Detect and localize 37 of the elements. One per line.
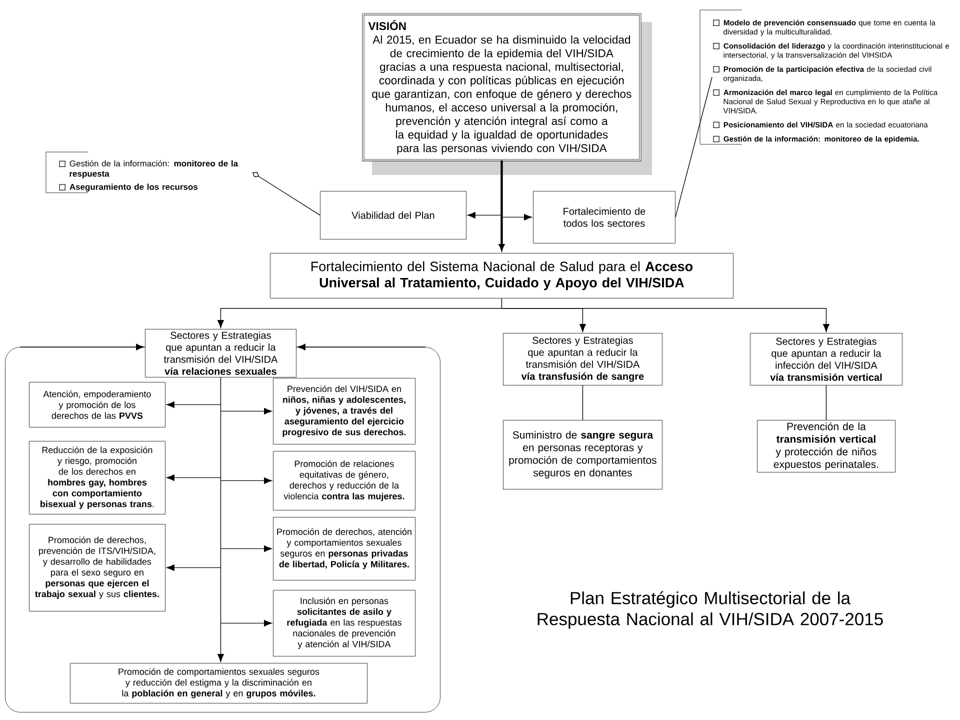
arrow xyxy=(220,408,272,414)
connector-line xyxy=(582,385,584,420)
process-box: Reducción de la exposición y riesgo, promoción de los derechos en hombres gay, hombres con comportamiento bisexual y personas trans. xyxy=(29,441,166,514)
arrow xyxy=(217,308,502,328)
arrow xyxy=(297,344,426,350)
bullet-list: Gestión de la información: monitoreo de la respuesta Aseguramiento de los recursos xyxy=(46,152,238,193)
arrow xyxy=(498,160,505,250)
process-box: Promoción de derechos, atención y comportamientos sexuales seguros en personas privadas de libertad, Policía y Militares. xyxy=(273,517,416,580)
process-box: Atención, empoderamiento y promoción de los derechos de las PVVS xyxy=(29,382,166,428)
connector-line xyxy=(220,377,222,624)
connector-line xyxy=(675,76,712,218)
arrow xyxy=(166,564,222,571)
process-box: Viabilidad del Plan xyxy=(320,191,466,240)
arrow xyxy=(20,344,144,350)
arrow xyxy=(220,620,272,626)
connector-line xyxy=(501,298,502,309)
process-box: Promoción de comportamientos sexuales seguros y reducción del estigma y la discriminación en la población en general y en grupos móviles. xyxy=(70,663,368,704)
arrow xyxy=(166,401,222,408)
process-box: Sectores y Estrategias que apuntan a reducir la transmisión del VIH/SIDA vía transfusión de sangre xyxy=(503,333,662,386)
process-box: Prevención del VIH/SIDA en niños, niñas y adolescentes, y jóvenes, a través del aseguramiento del ejercicio progresivo de sus derechos. xyxy=(273,378,416,444)
process-box: Sectores y Estrategias que apuntan a reducir la infección del VIH/SIDA vía transmisión vertical xyxy=(750,333,902,386)
process-box: Inclusión en personas solicitantes de asilo y refugiada en las respuestas nacionales de prevención y atención al VIH/SIDA xyxy=(273,590,416,656)
connector-line xyxy=(826,385,827,420)
process-box: Sectores y Estrategias que apuntan a reducir la transmisión del VIH/SIDA vía relaciones sexuales xyxy=(145,329,296,378)
process-box: Fortalecimiento del Sistema Nacional de Salud para el Acceso Universal al Tratamiento, Cuidado y Apoyo del VIH/SIDA xyxy=(270,253,734,298)
process-box: Promoción de relaciones equitativas de género, derechos y reducción de la violencia contra las mujeres. xyxy=(273,451,416,510)
process-box: Suministro de sangre segura en personas receptoras y promoción de comportamientos seguros en donantes xyxy=(503,420,662,490)
process-box: Promoción de derechos, prevención de ITS/VIH/SIDA, y desarrollo de habilidades para el sexo seguro en personas que ejercen el trabajo sexual y sus clientes. xyxy=(29,524,166,612)
vision-box: VISIÓN Al 2015, en Ecuador se ha disminuido la velocidad de crecimiento de la epidemia del VIH/SIDA gracias a una respuesta nacional, multisectorial, coordinada y con políticas públicas en ejecución que garantizan, con enfoque de género y derechos humanos, el acceso universal a la promoción, prevención y atención integral así como a la equidad y la igualdad de oportunidades para las personas viviendo con VIH/SIDA xyxy=(362,13,652,175)
arrow xyxy=(501,308,830,332)
title: Plan Estratégico Multisectorial de la Respuesta Nacional al VIH/SIDA 2007-2015 xyxy=(538,591,883,629)
process-box: Prevención de la transmisión vertical y protección de niños expuestos perinatales. xyxy=(757,420,896,472)
process-box: Fortalecimiento de todos los sectores xyxy=(533,191,676,244)
arrow xyxy=(220,545,272,552)
arrow xyxy=(220,477,272,484)
arrow xyxy=(166,474,222,481)
arrow xyxy=(217,622,224,662)
